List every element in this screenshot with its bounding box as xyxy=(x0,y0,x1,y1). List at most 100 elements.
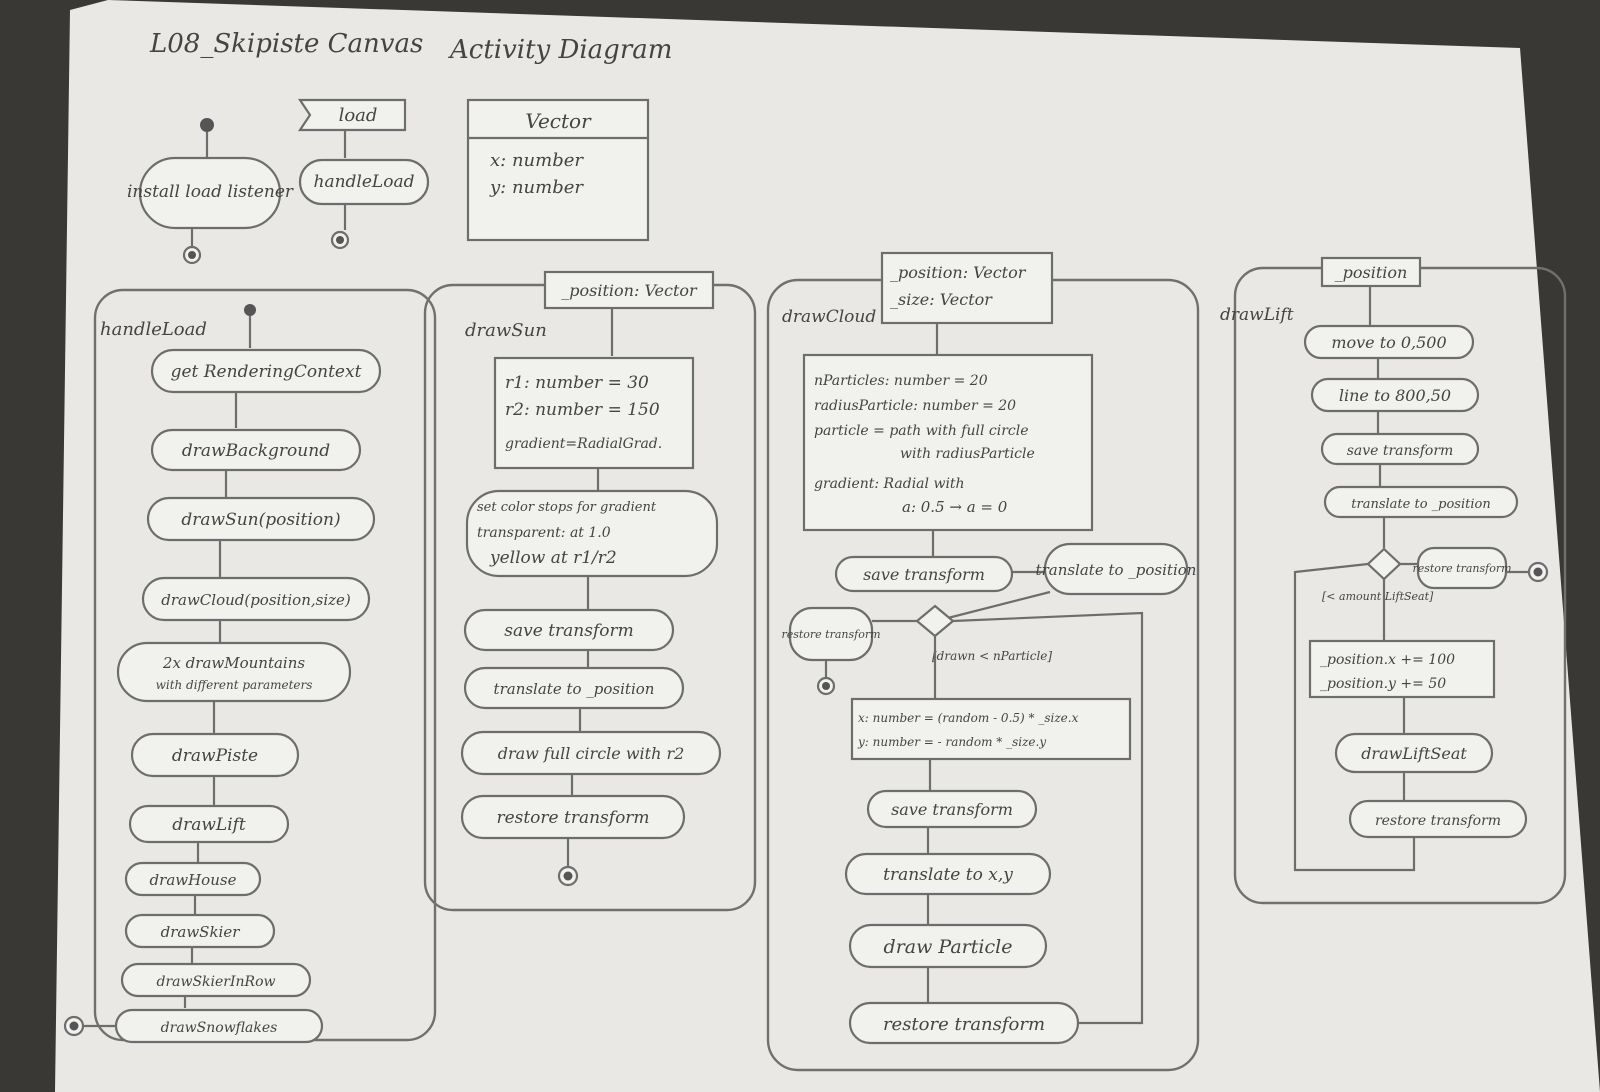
drawCloud-guard: [drawn < nParticle] xyxy=(932,649,1052,663)
hl-step-8-label: drawSkier xyxy=(161,923,241,941)
load-signal-label: load xyxy=(339,105,378,126)
hl-step-4-label: 2x drawMountains xyxy=(162,654,305,672)
drawCloud-loop-draw-label: draw Particle xyxy=(884,936,1013,958)
final-node-dot xyxy=(188,251,196,259)
drawCloud-loop-restore-label: restore transform xyxy=(883,1014,1045,1035)
handleLoad-call-action xyxy=(298,158,430,206)
load-signal xyxy=(297,98,407,132)
hl-step-6-label: drawLift xyxy=(172,815,246,835)
final-node-dot xyxy=(563,871,573,881)
drawLift-restore xyxy=(1348,799,1528,839)
drawCloud-var-1: nParticles: number = 20 xyxy=(814,373,988,389)
hl-step-2-label: drawSun(position) xyxy=(181,510,340,530)
drawSun-color-stops xyxy=(465,489,719,578)
drawCloud-frame-label: drawCloud xyxy=(782,307,876,327)
drawLift-inc-2: _position.y += 50 xyxy=(1320,676,1446,692)
drawCloud-loop-save-label: save transform xyxy=(891,800,1013,819)
install-load-listener-label: install load listener xyxy=(127,182,294,202)
hl-step-5-label: drawPiste xyxy=(172,746,258,766)
paper-sheet xyxy=(55,0,1600,1092)
drawSun-save-transform xyxy=(463,608,675,652)
handleLoad-call-label: handleLoad xyxy=(314,172,415,192)
drawLift-param xyxy=(1320,256,1422,288)
drawCloud-var-2: radiusParticle: number = 20 xyxy=(814,398,1016,414)
hl-step-0 xyxy=(150,348,382,394)
drawCloud-restore-exit xyxy=(788,606,874,662)
drawCloud-save-label: save transform xyxy=(863,565,985,584)
drawCloud-loop-back xyxy=(952,611,1144,1025)
drawSun-var3: gradient=RadialGrad. xyxy=(505,436,662,452)
drawLift-param-label: _position xyxy=(1335,263,1408,282)
vector-class-title: Vector xyxy=(525,109,592,133)
drawCloud-translate xyxy=(1043,542,1189,596)
drawLift-save-label: save transform xyxy=(1347,443,1454,459)
drawCloud-param-1: _position: Vector xyxy=(890,263,1027,282)
install-load-listener-action xyxy=(138,156,282,230)
drawCloud-translate-label: translate to _position xyxy=(1036,561,1197,579)
drawSun-stops-1: set color stops for gradient xyxy=(477,500,657,515)
drawLift-restore-exit xyxy=(1416,546,1508,590)
drawLift-guard: [< amount LiftSeat] xyxy=(1322,590,1434,603)
drawLift-lineto xyxy=(1310,377,1480,413)
drawLift-frame-label: drawLift xyxy=(1220,305,1294,325)
drawLift-moveto-label: move to 0,500 xyxy=(1331,333,1446,352)
handleLoad-frame-label: handleLoad xyxy=(100,319,207,340)
drawCloud-xy-2: y: number = - random * _size.y xyxy=(857,735,1046,749)
drawCloud-restore-exit-label: restore transform xyxy=(781,628,880,641)
drawLift-translate-label: translate to _position xyxy=(1351,497,1490,512)
final-node-dot xyxy=(336,236,344,244)
drawCloud-var-5: gradient: Radial with xyxy=(814,476,965,492)
diagram-title: L08_Skipiste Canvas xyxy=(149,29,423,59)
drawCloud-loop-draw xyxy=(848,923,1048,969)
final-node-dot xyxy=(1533,567,1543,577)
hl-step-3 xyxy=(141,576,371,622)
drawLift-loop-back xyxy=(1293,562,1416,872)
drawCloud-var-6: a: 0.5 → a = 0 xyxy=(902,498,1008,516)
hl-step-3-label: drawCloud(position,size) xyxy=(161,591,351,609)
drawSun-draw-circle xyxy=(460,730,722,776)
drawLift-moveto xyxy=(1303,324,1475,360)
drawSun-vars-box xyxy=(493,356,695,470)
vector-attr-y: y: number xyxy=(489,177,584,198)
drawCloud-params xyxy=(880,251,1054,325)
initial-node xyxy=(244,304,256,316)
hl-step-7-label: drawHouse xyxy=(150,871,237,889)
drawSun-translate-label: translate to _position xyxy=(494,680,655,698)
drawCloud-param-2: _size: Vector xyxy=(890,290,993,309)
drawSun-translate xyxy=(463,666,685,710)
drawSun-stops-3: yellow at r1/r2 xyxy=(489,548,617,568)
drawLift-save xyxy=(1320,432,1480,466)
drawSun-param-label: _position: Vector xyxy=(561,281,698,300)
hl-step-9 xyxy=(120,962,312,998)
drawCloud-save xyxy=(834,555,1014,593)
flow-arrow xyxy=(939,590,1051,622)
drawSun-stops-2: transparent: at 1.0 xyxy=(477,525,611,541)
vector-class-box xyxy=(466,98,650,242)
hl-step-8 xyxy=(124,913,276,949)
drawSun-var1: r1: number = 30 xyxy=(505,373,649,393)
final-node-dot xyxy=(69,1021,79,1031)
drawLift-restore-label: restore transform xyxy=(1375,813,1501,829)
drawLift-draw-seat xyxy=(1334,732,1494,774)
initial-node xyxy=(200,118,214,132)
hl-step-0-label: get RenderingContext xyxy=(171,362,362,382)
hl-step-9-label: drawSkierInRow xyxy=(156,974,275,990)
drawSun-frame-label: drawSun xyxy=(465,320,547,341)
drawLift-draw-seat-label: drawLiftSeat xyxy=(1361,744,1467,763)
hl-step-4 xyxy=(116,641,352,703)
drawCloud-var-3: particle = path with full circle xyxy=(814,423,1029,439)
hl-step-4-sublabel: with different parameters xyxy=(156,678,313,692)
drawCloud-loop-save xyxy=(866,789,1038,829)
hl-step-7 xyxy=(124,861,262,897)
final-node-dot xyxy=(822,682,830,690)
drawCloud-loop-translate-label: translate to x,y xyxy=(883,865,1013,885)
drawCloud-var-4: with radiusParticle xyxy=(900,446,1035,462)
drawCloud-loop-translate xyxy=(844,852,1052,896)
drawLift-translate xyxy=(1323,485,1519,519)
drawSun-restore xyxy=(460,794,686,840)
drawSun-save-label: save transform xyxy=(504,621,633,641)
drawCloud-xy-1: x: number = (random - 0.5) * _size.x xyxy=(858,711,1079,725)
drawLift-increment-box xyxy=(1308,639,1496,699)
drawLift-restore-exit-label: restore transform xyxy=(1412,562,1511,575)
